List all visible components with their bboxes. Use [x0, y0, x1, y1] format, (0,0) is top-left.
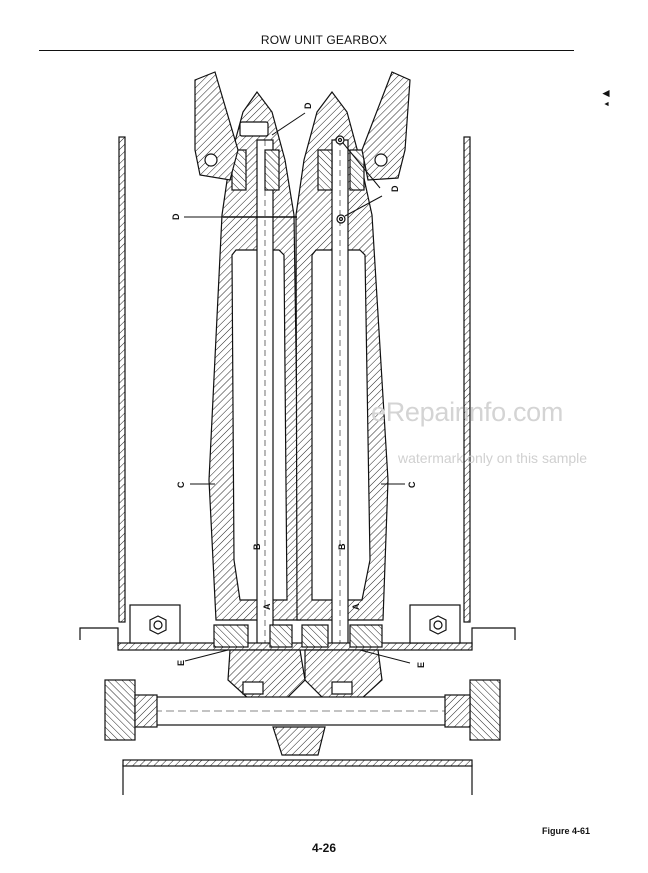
watermark-brand-text: eRepairinfo.com: [371, 397, 564, 427]
mounting-bolt-right: [429, 615, 447, 635]
mounting-bolt-left: [149, 615, 167, 635]
watermark-note-text: watermark only on this sample: [398, 450, 588, 466]
leader-e-left: [184, 649, 229, 662]
page-header-title: ROW UNIT GEARBOX: [260, 33, 388, 47]
callout-e-right: E: [416, 662, 426, 668]
margin-arrow-mark-small: ◄: [603, 101, 610, 108]
callout-a-left: A: [262, 603, 272, 610]
header-divider: [39, 50, 574, 51]
callout-c-right: C: [407, 481, 417, 488]
drive-gear-right: [304, 649, 383, 701]
lower-bearing-left: [213, 624, 293, 648]
lower-frame: [122, 759, 473, 795]
right-top-bearing: [317, 149, 365, 191]
mounting-frame: [79, 604, 516, 651]
right-side-wall: [463, 136, 471, 623]
margin-arrow-mark: ◄: [600, 86, 612, 100]
callout-d-top: D: [303, 102, 313, 109]
drive-gear-left: [227, 649, 306, 701]
left-scraper-bracket: [194, 71, 239, 181]
callout-a-right: A: [351, 603, 361, 610]
callout-e-left: E: [176, 660, 186, 666]
callout-d-left: D: [171, 213, 181, 220]
callout-b-right: B: [337, 543, 347, 550]
callout-b-left: B: [252, 543, 262, 550]
leader-d-top-left: [271, 112, 306, 136]
page-number: 4-26: [311, 841, 337, 855]
right-scraper-bracket: [361, 71, 411, 181]
leader-d-right-lower: [344, 195, 383, 217]
lower-bearing-right: [301, 624, 383, 648]
leader-e-right: [359, 649, 411, 664]
cross-shaft: [104, 679, 501, 756]
callout-c-left: C: [176, 481, 186, 488]
leader-d-top-right: [342, 142, 381, 189]
left-side-wall: [118, 136, 126, 623]
callout-d-right: D: [390, 185, 400, 192]
circlip-lower-right: [336, 214, 346, 224]
figure-caption: Figure 4-61: [541, 826, 590, 836]
circlip-upper-right: [335, 135, 345, 145]
